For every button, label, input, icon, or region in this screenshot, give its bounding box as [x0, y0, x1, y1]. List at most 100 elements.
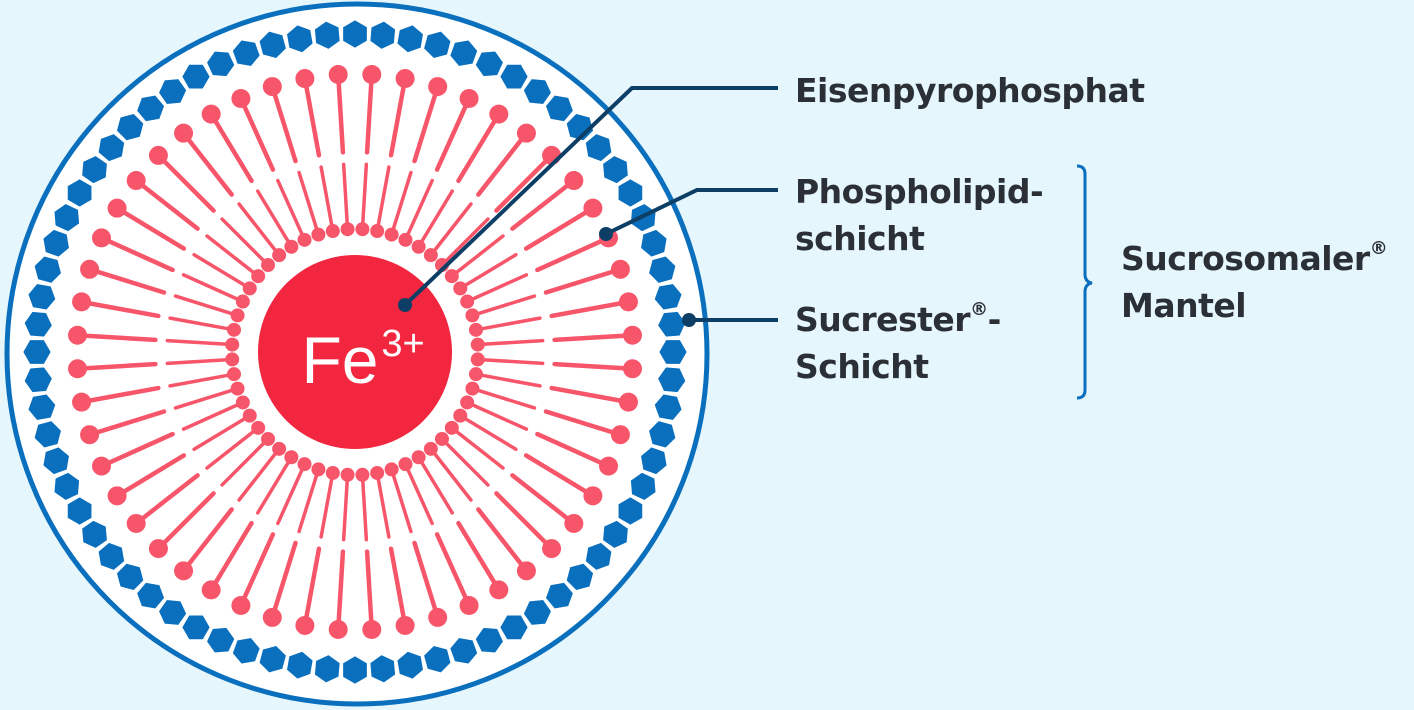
- inner-lipid-tail: [341, 478, 350, 542]
- sucrester-hexagon: [115, 562, 145, 592]
- outer-lipid-head: [148, 145, 168, 165]
- outer-lipid-tail: [543, 267, 621, 295]
- inner-lipid-head: [468, 367, 483, 382]
- outer-lipid-head: [174, 561, 194, 581]
- sucrester-hexagon: [522, 598, 553, 627]
- sucrester-hexagon: [629, 471, 658, 502]
- sucrester-hexagon: [80, 154, 109, 185]
- inner-lipid-head: [465, 381, 480, 396]
- sucrester-hexagon: [257, 29, 288, 60]
- outer-lipid-tail: [412, 86, 440, 164]
- inner-lipid-head: [434, 431, 449, 446]
- outer-lipid-head: [126, 513, 146, 533]
- inner-lipid-head: [465, 308, 480, 323]
- inner-lipid-tail: [297, 170, 319, 232]
- sucrester-hexagon: [341, 654, 369, 686]
- inner-lipid-head: [311, 462, 326, 477]
- outer-lipid-head: [72, 292, 92, 312]
- inner-lipid-tail: [181, 402, 241, 431]
- sucrester-hexagon: [32, 419, 63, 450]
- outer-lipid-tail: [116, 453, 187, 498]
- inner-lipid-tail: [276, 466, 305, 526]
- outer-lipid-tail: [456, 520, 501, 591]
- sucrester-hexagon: [135, 581, 166, 611]
- inner-lipid-head: [453, 281, 468, 296]
- inner-lipid-head: [227, 322, 242, 337]
- outer-lipid-tail: [239, 532, 276, 606]
- inner-lipid-head: [325, 465, 340, 480]
- inner-lipid-head: [235, 395, 250, 410]
- sucrester-hexagon: [395, 650, 425, 681]
- outer-lipid-head: [328, 65, 348, 85]
- outer-lipid-tail: [535, 236, 609, 273]
- inner-lipid-tail: [475, 388, 537, 410]
- sucrester-hexagon: [157, 598, 188, 627]
- inner-lipid-head: [284, 239, 299, 254]
- outer-lipid-tail: [270, 86, 298, 164]
- sucrester-hexagon: [368, 19, 397, 51]
- inner-lipid-tail: [173, 388, 235, 410]
- outer-lipid-tail: [336, 549, 346, 630]
- label-sucrester-line2: Schicht: [795, 347, 929, 386]
- outer-lipid-head: [583, 198, 603, 218]
- sucrester-hexagon: [41, 228, 71, 259]
- inner-lipid-head: [370, 465, 385, 480]
- registered-mark: ®: [970, 299, 988, 320]
- sucrester-hexagon: [656, 365, 688, 394]
- inner-lipid-tail: [481, 338, 545, 347]
- outer-lipid-head: [80, 425, 100, 445]
- inner-lipid-head: [284, 450, 299, 465]
- outer-lipid-head: [618, 292, 638, 312]
- sucrester-hexagon: [601, 154, 630, 185]
- inner-lipid-tail: [192, 252, 248, 288]
- sucrester-hexagon: [565, 112, 595, 142]
- sucrester-hexagon: [313, 19, 342, 51]
- inner-lipid-tail: [341, 162, 350, 226]
- sucrester-hexagon: [205, 626, 236, 655]
- iron-core-label: Fe: [301, 323, 378, 397]
- inner-lipid-head: [384, 227, 399, 242]
- inner-lipid-tail: [469, 402, 529, 431]
- leader-dot-sucrester: [682, 313, 696, 327]
- inner-lipid-tail: [255, 189, 291, 245]
- inner-lipid-tail: [462, 416, 518, 452]
- sucrester-hexagon: [52, 471, 81, 502]
- outer-lipid-head: [295, 615, 315, 635]
- outer-lipid-head: [126, 171, 146, 191]
- sucrester-hexagon: [544, 93, 575, 123]
- inner-lipid-tail: [360, 162, 369, 226]
- inner-lipid-head: [468, 322, 483, 337]
- outer-lipid-tail: [135, 473, 200, 525]
- outer-lipid-head: [428, 607, 448, 627]
- outer-lipid-head: [201, 104, 221, 124]
- inner-lipid-head: [297, 232, 312, 247]
- sucrester-hexagon: [601, 519, 630, 550]
- inner-lipid-tail: [475, 294, 537, 316]
- inner-lipid-tail: [319, 476, 334, 539]
- sucrester-hexagon: [26, 282, 57, 312]
- outer-lipid-tail: [549, 385, 629, 405]
- sucrester-hexagon: [584, 132, 614, 163]
- outer-lipid-tail: [302, 78, 322, 158]
- outer-lipid-tail: [510, 473, 575, 525]
- sucrester-hexagon: [656, 310, 688, 339]
- sucrester-hexagon: [22, 365, 54, 394]
- outer-lipid-head: [91, 228, 111, 248]
- inner-lipid-tail: [220, 217, 267, 264]
- inner-lipid-head: [411, 450, 426, 465]
- outer-lipid-head: [72, 392, 92, 412]
- inner-lipid-head: [251, 269, 266, 284]
- inner-lipid-tail: [360, 478, 369, 542]
- sucrester-layer: [21, 18, 689, 686]
- brace: [1076, 164, 1093, 400]
- outer-lipid-tail: [510, 179, 575, 231]
- outer-lipid-head: [618, 392, 638, 412]
- outer-lipid-tail: [157, 154, 216, 213]
- outer-lipid-head: [459, 596, 479, 616]
- inner-lipid-head: [230, 381, 245, 396]
- sucrester-hexagon: [41, 445, 71, 476]
- outer-lipid-head: [295, 69, 315, 89]
- inner-lipid-head: [227, 367, 242, 382]
- inner-lipid-tail: [391, 472, 413, 534]
